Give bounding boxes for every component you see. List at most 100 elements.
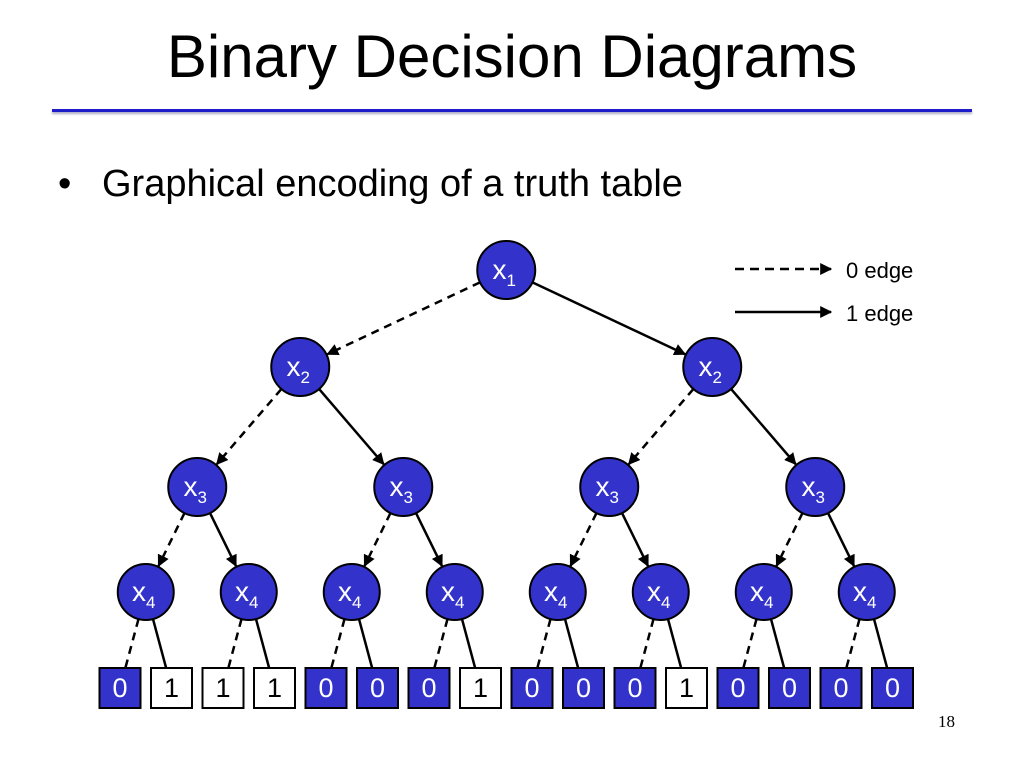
decision-node-circle — [167, 457, 228, 517]
decision-node-x3: x3 — [579, 457, 640, 517]
decision-node-circle — [373, 457, 434, 517]
decision-node-x4: x4 — [219, 563, 278, 621]
decision-node-x3: x3 — [785, 457, 846, 517]
decision-node-circle — [476, 240, 537, 300]
one-edge — [318, 388, 385, 466]
one-edge — [730, 388, 797, 466]
legend-zero-edge-label: 0 edge — [846, 258, 913, 283]
decision-node-subscript: 4 — [455, 593, 464, 612]
decision-node-subscript: 4 — [867, 593, 876, 612]
decision-node-x3: x3 — [167, 457, 228, 517]
decision-node-circle — [219, 563, 278, 621]
terminal-0: 0 — [871, 667, 914, 709]
terminal-box — [562, 667, 605, 709]
decision-node-x2: x2 — [682, 337, 743, 397]
edge-layer — [117, 281, 895, 688]
decision-node-circle — [837, 563, 896, 621]
decision-node-circle — [425, 563, 484, 621]
terminal-box — [356, 667, 399, 709]
zero-edge — [157, 512, 186, 568]
terminal-0: 0 — [562, 667, 605, 709]
zero-edge — [363, 512, 392, 568]
zero-edge — [215, 388, 283, 466]
decision-node-subscript: 1 — [507, 271, 516, 290]
decision-node-subscript: 4 — [558, 593, 567, 612]
decision-node-subscript: 4 — [661, 593, 670, 612]
terminal-1: 1 — [665, 667, 708, 709]
terminal-0: 0 — [407, 667, 451, 709]
decision-node-subscript: 3 — [610, 488, 619, 507]
terminal-value: 1 — [215, 673, 230, 703]
decision-node-x4: x4 — [116, 563, 175, 621]
bullet-text: Graphical encoding of a truth table — [102, 163, 683, 205]
page-number: 18 — [938, 712, 955, 731]
decision-node-circle — [322, 563, 381, 621]
decision-node-x4: x4 — [837, 563, 896, 621]
decision-node-subscript: 4 — [352, 593, 361, 612]
decision-node-circle — [116, 563, 175, 621]
decision-node-subscript: 3 — [816, 488, 825, 507]
decision-node-circle — [682, 337, 743, 397]
terminal-0: 0 — [356, 667, 399, 709]
one-edge — [414, 512, 444, 568]
terminal-value: 0 — [627, 673, 642, 703]
bullet-item: • Graphical encoding of a truth table — [58, 163, 683, 206]
terminal-0: 0 — [510, 667, 554, 709]
decision-node-circle — [528, 563, 587, 621]
terminal-box — [613, 667, 657, 709]
terminal-box — [304, 667, 348, 709]
terminal-value: 0 — [885, 673, 900, 703]
terminal-box — [459, 667, 502, 709]
one-edge — [208, 512, 238, 568]
decision-node-subscript: 4 — [249, 593, 258, 612]
one-edge — [531, 281, 687, 356]
terminal-0: 0 — [716, 667, 760, 709]
zero-edge — [569, 512, 598, 568]
decision-node-subscript: 2 — [713, 368, 722, 387]
decision-node-x4: x4 — [322, 563, 381, 621]
terminal-1: 1 — [150, 667, 193, 709]
terminal-value: 0 — [833, 673, 848, 703]
zero-edge — [775, 512, 804, 568]
zero-edge — [627, 388, 695, 466]
decision-node-subscript: 4 — [764, 593, 773, 612]
terminal-box — [253, 667, 296, 709]
decision-node-x4: x4 — [528, 563, 587, 621]
terminal-1: 1 — [201, 667, 245, 709]
terminal-value: 1 — [267, 673, 282, 703]
terminal-box — [716, 667, 760, 709]
decision-node-circle — [270, 337, 331, 397]
terminal-box — [201, 667, 245, 709]
decision-node-x4: x4 — [631, 563, 690, 621]
bullet-marker: • — [58, 163, 72, 205]
decision-node-circle — [631, 563, 690, 621]
terminal-box — [665, 667, 708, 709]
one-edge — [826, 512, 856, 568]
title-underline — [52, 109, 972, 112]
terminal-1: 1 — [459, 667, 502, 709]
terminal-value: 1 — [473, 673, 488, 703]
decision-node-x3: x3 — [373, 457, 434, 517]
decision-node-x1: x1 — [476, 240, 537, 300]
terminal-0: 0 — [98, 667, 142, 709]
terminal-box — [150, 667, 193, 709]
terminal-0: 0 — [613, 667, 657, 709]
terminal-box — [819, 667, 863, 709]
legend: 0 edge 1 edge — [735, 258, 913, 326]
decision-node-circle — [785, 457, 846, 517]
decision-node-subscript: 3 — [198, 488, 207, 507]
decision-node-circle — [579, 457, 640, 517]
terminal-1: 1 — [253, 667, 296, 709]
decision-node-x4: x4 — [425, 563, 484, 621]
terminal-box — [768, 667, 811, 709]
decision-node-x4: x4 — [734, 563, 793, 621]
legend-one-edge-label: 1 edge — [846, 301, 913, 326]
terminal-0: 0 — [768, 667, 811, 709]
terminal-value: 0 — [782, 673, 797, 703]
terminal-box — [98, 667, 142, 709]
decision-node-circle — [734, 563, 793, 621]
terminal-box — [871, 667, 914, 709]
